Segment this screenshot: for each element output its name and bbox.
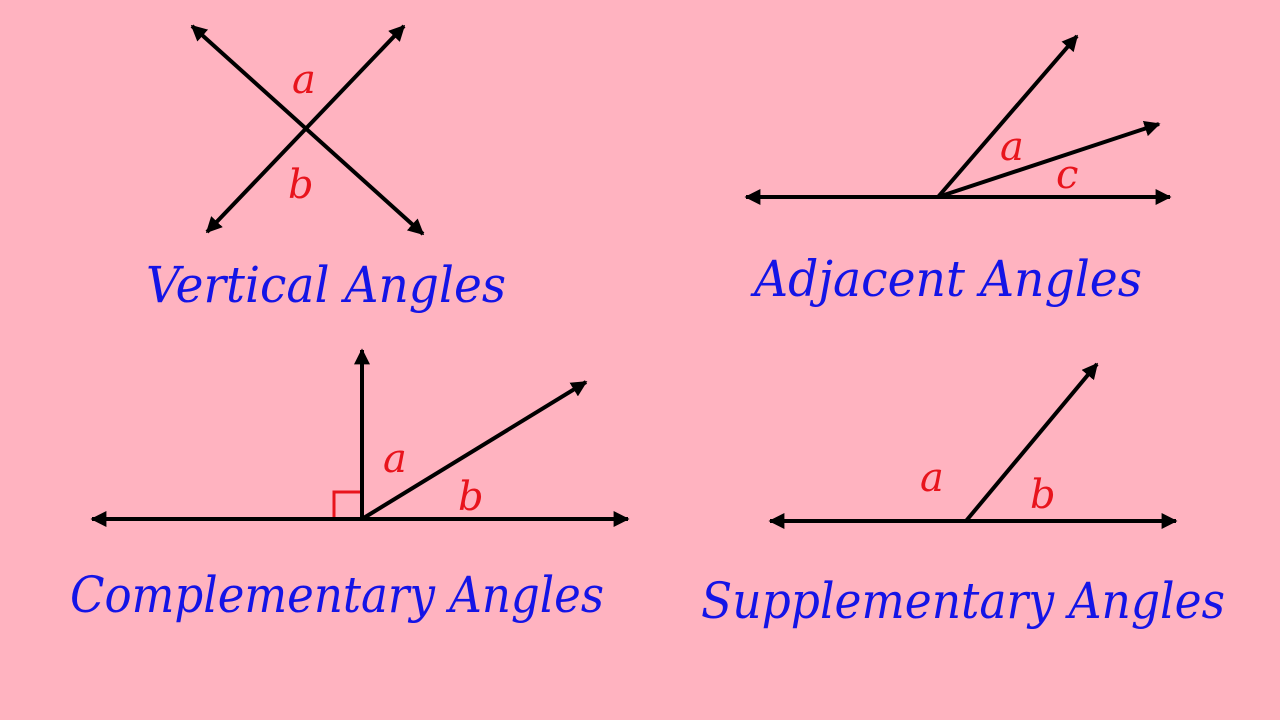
adjacent-angle-a-label: a xyxy=(1000,124,1024,170)
vertical-angle-b-label: b xyxy=(288,162,314,208)
vertical-line-2 xyxy=(205,24,406,234)
adjacent-angle-c-label: c xyxy=(1056,152,1078,198)
adjacent-ray-steep xyxy=(936,34,1079,199)
adjacent-angles-panel: a c Adjacent Angles xyxy=(744,34,1172,308)
complementary-slanted-ray xyxy=(360,380,588,521)
complementary-angles-panel: a b Complementary Angles xyxy=(70,348,630,624)
right-angle-marker xyxy=(332,490,360,517)
vertical-angles-title: Vertical Angles xyxy=(146,256,506,314)
complementary-angles-title: Complementary Angles xyxy=(70,566,604,624)
supplementary-angles-title: Supplementary Angles xyxy=(701,572,1225,630)
supplementary-angle-b-label: b xyxy=(1030,472,1056,518)
complementary-angle-a-label: a xyxy=(383,436,407,482)
adjacent-angles-title: Adjacent Angles xyxy=(750,250,1142,308)
supplementary-angle-a-label: a xyxy=(920,455,944,501)
complementary-angle-b-label: b xyxy=(458,474,484,520)
adjacent-ray-shallow xyxy=(937,120,1161,199)
vertical-angles-panel: a b Vertical Angles xyxy=(146,24,506,314)
vertical-angle-a-label: a xyxy=(292,57,316,103)
supplementary-angles-panel: a b Supplementary Angles xyxy=(701,362,1225,630)
supplementary-ray xyxy=(964,362,1099,523)
